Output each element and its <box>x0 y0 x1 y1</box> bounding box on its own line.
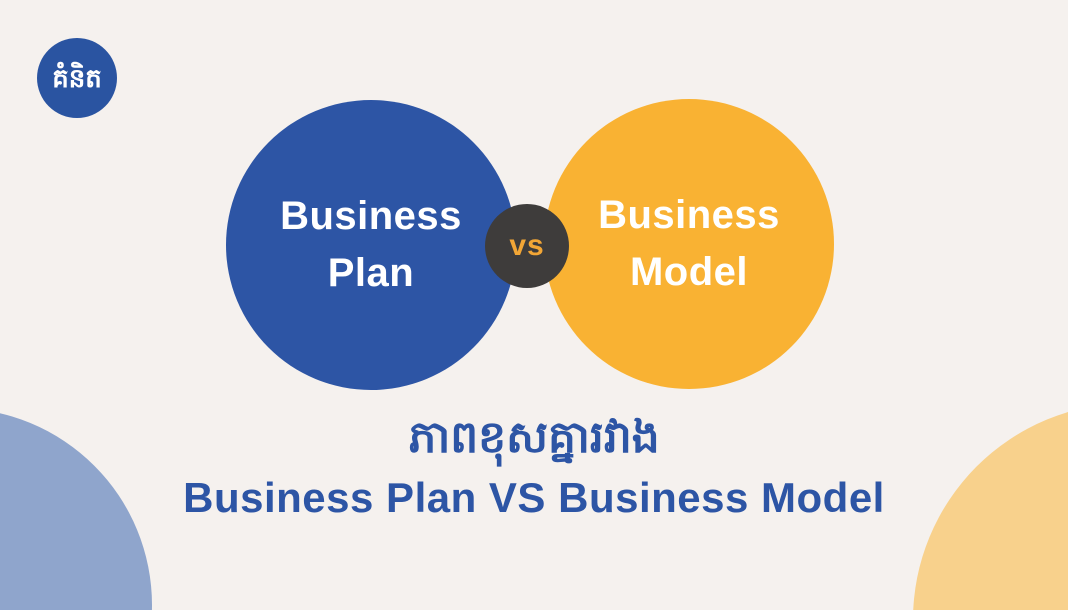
main-title: Business Plan VS Business Model <box>183 474 885 521</box>
business-model-label-line2: Model <box>629 250 749 294</box>
business-plan-circle: Business Plan <box>226 100 516 390</box>
vs-badge-label: vs <box>509 229 545 262</box>
khmer-subtitle: ភាពខុសគ្នារវាង <box>408 413 660 462</box>
business-model-label-line1: Business <box>598 193 780 237</box>
brand-logo: គំនិត <box>37 38 117 118</box>
brand-logo-text: គំនិត <box>52 63 102 93</box>
business-plan-label-line2: Plan <box>327 251 415 295</box>
business-plan-label-line1: Business <box>280 194 462 238</box>
business-model-circle: Business Model <box>544 99 834 389</box>
vs-badge: vs <box>485 204 569 288</box>
